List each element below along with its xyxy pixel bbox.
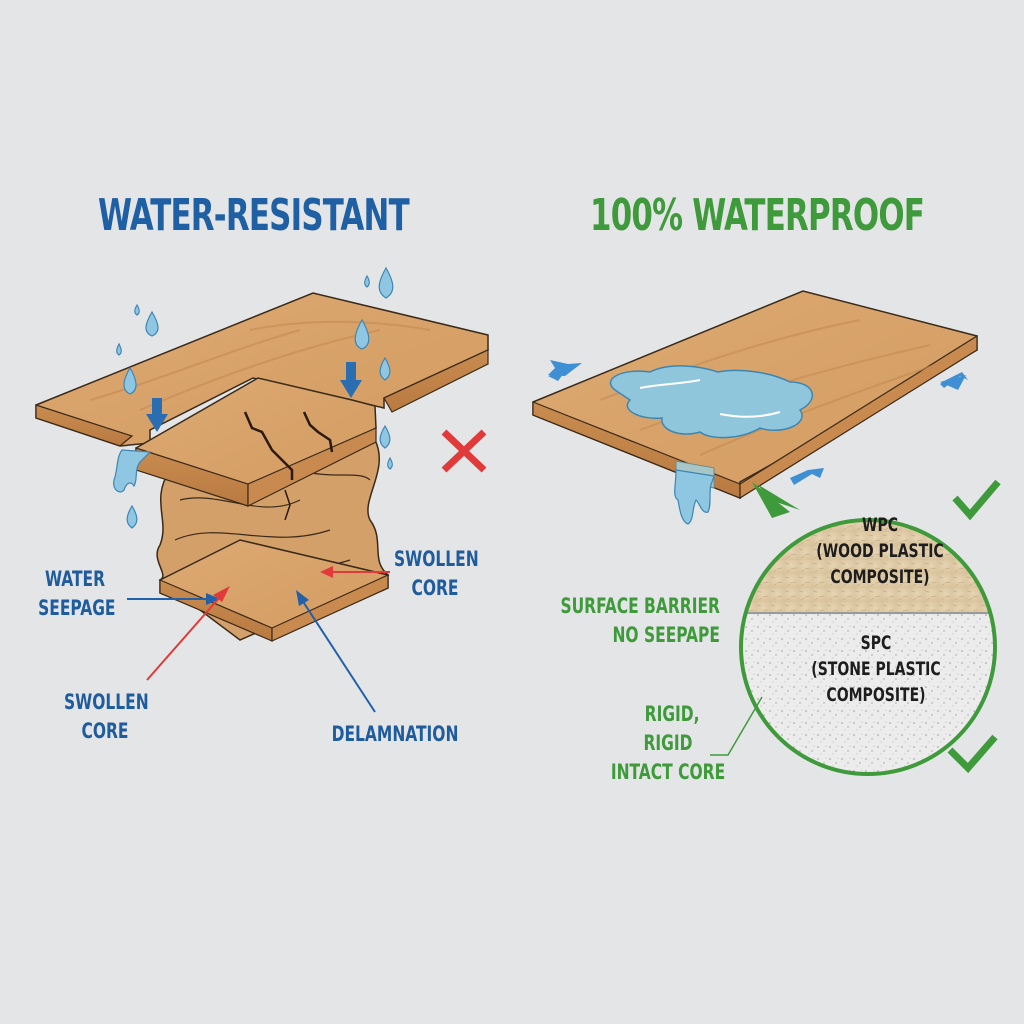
check-mark-icon bbox=[952, 479, 1001, 521]
waterproof-title: 100% WATERPROOF bbox=[590, 190, 925, 241]
callout-pointer bbox=[757, 484, 800, 510]
water-puddle bbox=[609, 365, 814, 439]
pointer-arrows bbox=[127, 566, 390, 713]
label-spc: SPC (STONE PLASTIC COMPOSITE) bbox=[811, 632, 941, 706]
waterproof-plank-illustration bbox=[532, 290, 978, 525]
damaged-plank-illustration bbox=[35, 292, 489, 642]
water-drops-icon bbox=[113, 266, 394, 529]
label-wpc: WPC (WOOD PLASTIC COMPOSITE) bbox=[816, 514, 944, 588]
label-delamination: DELAMNATION bbox=[331, 722, 459, 746]
label-water-seepage: WATER SEEPAGE bbox=[38, 567, 116, 620]
label-surface-barrier: SURFACE BARRIER NO SEEPAPE bbox=[560, 594, 720, 647]
direction-arrows-icon bbox=[548, 360, 968, 485]
arrow-down-icon bbox=[146, 362, 362, 432]
x-mark-icon bbox=[441, 429, 487, 473]
label-rigid-core: RIGID, RIGID INTACT CORE bbox=[610, 702, 726, 784]
water-resistant-title: WATER-RESISTANT bbox=[98, 190, 410, 241]
check-mark-icon bbox=[947, 734, 998, 774]
label-swollen-core-bottom: SWOLLEN CORE bbox=[64, 690, 149, 743]
leader-line bbox=[710, 696, 763, 756]
label-swollen-core-right: SWOLLEN CORE bbox=[394, 547, 479, 600]
